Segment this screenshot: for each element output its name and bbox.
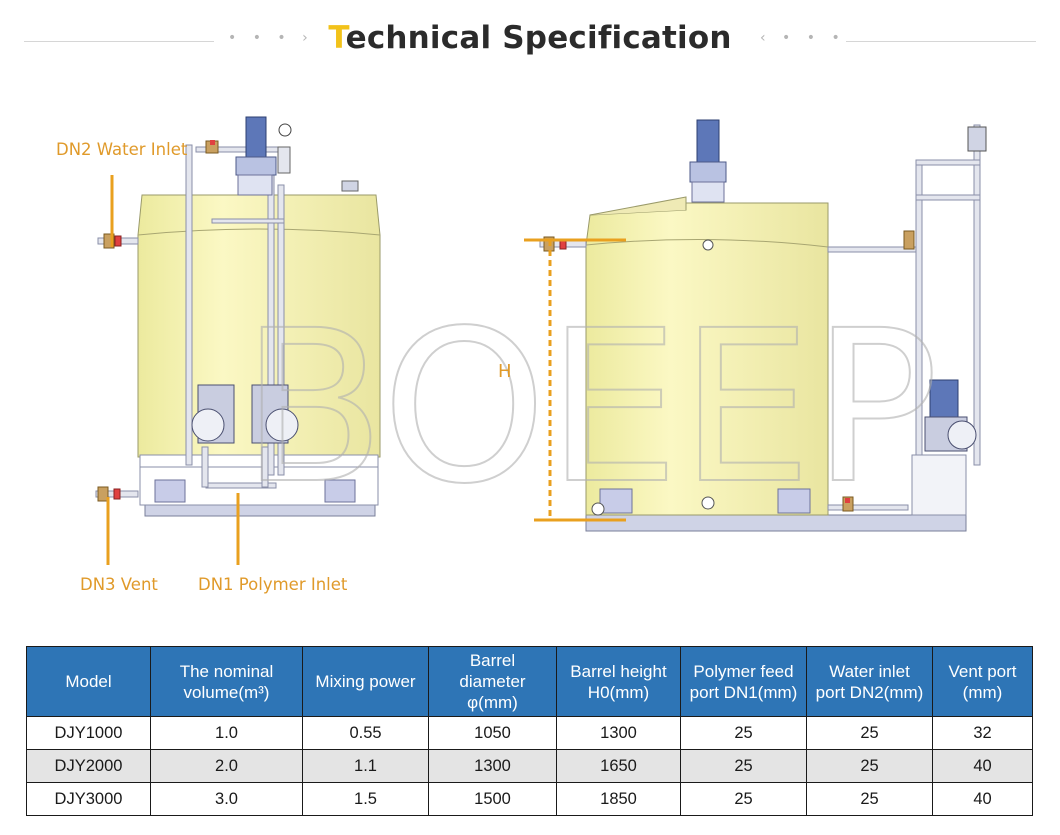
table-cell: 0.55 (302, 716, 429, 750)
polymer-inlet-label: DN1 Polymer Inlet (198, 575, 348, 594)
callout-leaders (106, 175, 626, 565)
table-cell: 1650 (556, 749, 681, 783)
equipment-diagram: BOEEP DN2 Water Inlet DN3 Vent DN1 Polym… (0, 95, 1060, 615)
section-header: • • • › Technical Specification ‹ • • • (0, 0, 1060, 90)
table-cell: 2.0 (150, 749, 303, 783)
column-header-vent-port: Vent port(mm) (932, 646, 1033, 717)
table-cell: 40 (932, 749, 1033, 783)
table-cell: 40 (932, 782, 1033, 816)
table-cell: 3.0 (150, 782, 303, 816)
table-cell: DJY2000 (26, 749, 151, 783)
table-cell: DJY3000 (26, 782, 151, 816)
vent-label: DN3 Vent (80, 575, 158, 594)
right-tank-elevation (539, 119, 987, 532)
table-cell: 25 (680, 749, 807, 783)
table-cell: 1500 (428, 782, 557, 816)
table-cell: 1300 (556, 716, 681, 750)
height-label: H (498, 361, 512, 382)
header-rule-right (846, 41, 1036, 42)
header-dots-right: ‹ • • • (760, 30, 846, 46)
table-cell: 25 (680, 716, 807, 750)
header-dots-left: • • • › (228, 30, 314, 46)
page-title-rest: echnical Specification (345, 20, 732, 56)
equipment-drawing: BOEEP (95, 116, 987, 565)
table-row: DJY2000 2.0 1.1 1300 1650 25 25 40 (26, 749, 1033, 783)
table-cell: 1850 (556, 782, 681, 816)
table-cell: DJY1000 (26, 716, 151, 750)
table-cell: 1300 (428, 749, 557, 783)
watermark-text: BOEEP (241, 285, 939, 530)
table-row: DJY3000 3.0 1.5 1500 1850 25 25 40 (26, 782, 1033, 816)
column-header-model: Model (26, 646, 151, 717)
header-rule-left (24, 41, 214, 42)
column-header-mixing-power: Mixing power (302, 646, 429, 717)
left-tank-elevation (95, 116, 381, 517)
table-cell: 1.1 (302, 749, 429, 783)
table-cell: 1.0 (150, 716, 303, 750)
table-cell: 25 (806, 782, 933, 816)
table-cell: 1050 (428, 716, 557, 750)
table-cell: 25 (680, 782, 807, 816)
table-cell: 1.5 (302, 782, 429, 816)
page-title: Technical Specification (0, 20, 1060, 56)
water-inlet-label: DN2 Water Inlet (56, 140, 188, 159)
table-cell: 25 (806, 716, 933, 750)
table-row: DJY1000 1.0 0.55 1050 1300 25 25 32 (26, 716, 1033, 750)
table-cell: 32 (932, 716, 1033, 750)
page-title-initial: T (328, 20, 346, 56)
table-cell: 25 (806, 749, 933, 783)
